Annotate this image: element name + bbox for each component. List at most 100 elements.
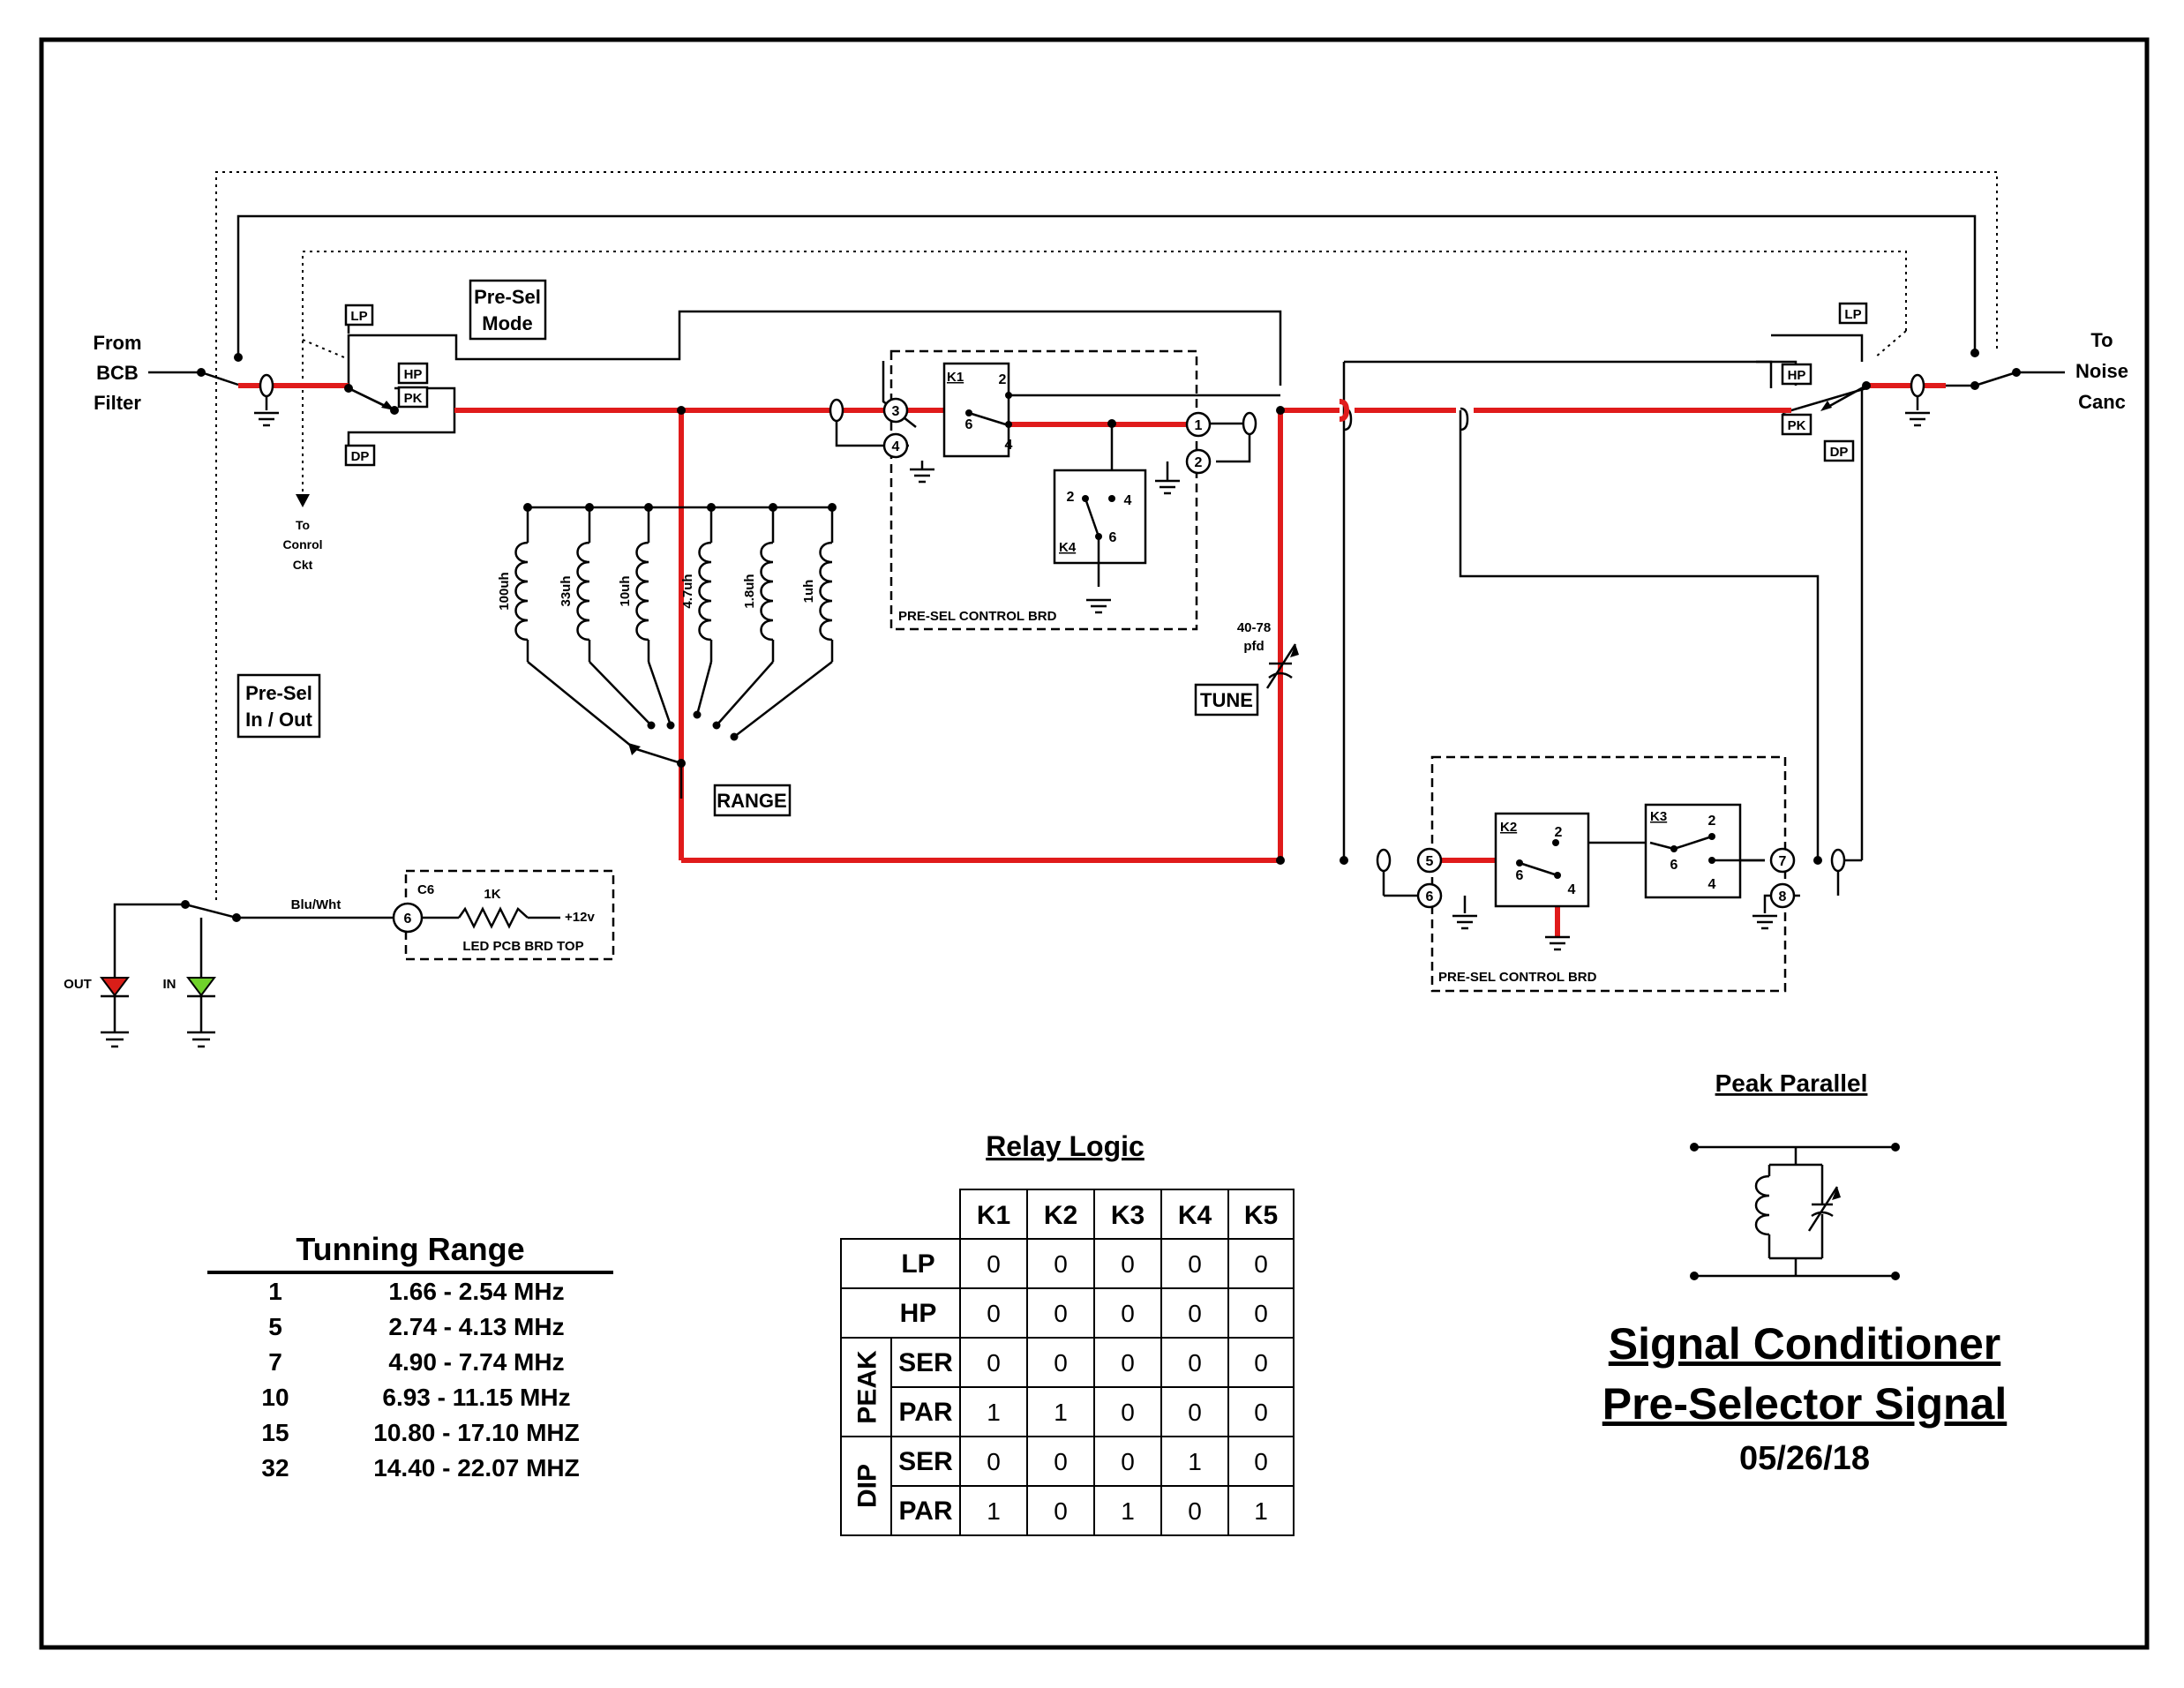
relay-k2-pin4: 4 bbox=[1568, 882, 1576, 897]
tag-lp-left: LP bbox=[350, 309, 367, 324]
inductor-coil bbox=[698, 541, 712, 641]
inductor-label: 1uh bbox=[801, 580, 816, 604]
inductor-label: 4.7uh bbox=[680, 574, 695, 608]
svg-text:7: 7 bbox=[1779, 854, 1787, 869]
led-pin-6: 6 bbox=[392, 902, 424, 934]
from-label-3: Filter bbox=[94, 392, 141, 414]
relay-cell: 0 bbox=[1054, 1250, 1068, 1278]
title-date: 05/26/18 bbox=[1739, 1440, 1870, 1477]
relay-column-header: K2 bbox=[1044, 1201, 1077, 1230]
pin-4: 4 bbox=[882, 432, 909, 459]
inductor-label: 100uh bbox=[497, 572, 512, 610]
relay-mode-label: SER bbox=[898, 1447, 953, 1476]
to-control-2: Conrol bbox=[282, 537, 322, 551]
relay-cell: 0 bbox=[1188, 1349, 1202, 1377]
pin-6: 6 bbox=[1416, 882, 1443, 909]
presel-inout-1: Pre-Sel bbox=[245, 682, 312, 704]
relay-k2-label: K2 bbox=[1500, 820, 1517, 835]
plus12v-label: +12v bbox=[565, 910, 595, 925]
relay-cell: 0 bbox=[987, 1349, 1001, 1377]
relay-mode-label: PAR bbox=[898, 1497, 952, 1526]
to-label-3: Canc bbox=[2078, 391, 2126, 413]
inductor-label: 33uh bbox=[559, 575, 574, 606]
in-label: IN bbox=[163, 977, 176, 992]
relay-cell: 0 bbox=[987, 1448, 1001, 1475]
relay-k1: K1 2 6 4 bbox=[942, 362, 1013, 458]
relay-cell: 1 bbox=[1188, 1448, 1202, 1475]
tag-dp-right: DP bbox=[1830, 445, 1849, 460]
capacitor-value: 40-78 bbox=[1237, 620, 1271, 635]
to-label-1: To bbox=[2090, 329, 2113, 351]
relay-k1-pin2: 2 bbox=[999, 372, 1007, 387]
tuning-position: 15 bbox=[261, 1419, 289, 1446]
io-labels: From BCB Filter To Noise Canc To Conrol … bbox=[94, 329, 2128, 572]
title-block: Signal Conditioner Pre-Selector Signal 0… bbox=[1602, 1319, 2008, 1477]
led-pcb-label: LED PCB BRD TOP bbox=[462, 939, 583, 954]
range-label: RANGE bbox=[717, 790, 786, 812]
mode-switches bbox=[348, 384, 1867, 411]
c6-label: C6 bbox=[417, 882, 434, 897]
svg-text:3: 3 bbox=[892, 404, 900, 419]
tag-pk-left: PK bbox=[404, 391, 423, 406]
relay-mode-label: HP bbox=[900, 1299, 937, 1328]
resistor-label: 1K bbox=[484, 887, 500, 902]
svg-text:4: 4 bbox=[892, 439, 900, 454]
relay-cell: 0 bbox=[1121, 1349, 1135, 1377]
svg-text:2: 2 bbox=[1195, 455, 1203, 470]
presel-mode-2: Mode bbox=[482, 312, 532, 334]
tag-hp-right: HP bbox=[1788, 368, 1806, 383]
presel-control-board-bottom bbox=[1430, 755, 1787, 993]
presel-control-board-top bbox=[889, 349, 1198, 631]
peak-parallel-schematic bbox=[1690, 1143, 1900, 1280]
svg-text:5: 5 bbox=[1426, 854, 1434, 869]
relay-k3-label: K3 bbox=[1650, 809, 1667, 824]
relay-mode-label: LP bbox=[901, 1249, 934, 1279]
relay-cell: 1 bbox=[1254, 1497, 1268, 1525]
ground-symbols bbox=[101, 411, 1930, 1048]
relay-mode-label: SER bbox=[898, 1348, 953, 1377]
relay-k1-label: K1 bbox=[947, 370, 964, 385]
junction-dots bbox=[181, 349, 2021, 922]
relay-cell: 0 bbox=[987, 1300, 1001, 1327]
relay-k2: K2 2 6 4 bbox=[1494, 812, 1590, 908]
tuning-frequency: 10.80 - 17.10 MHZ bbox=[373, 1419, 579, 1446]
relay-cell: 0 bbox=[1254, 1250, 1268, 1278]
inductor-coil bbox=[635, 541, 649, 641]
led-in bbox=[186, 977, 216, 1024]
relay-group-label: DIP bbox=[853, 1464, 882, 1508]
relay-cell: 0 bbox=[1188, 1497, 1202, 1525]
relay-cell: 0 bbox=[1188, 1250, 1202, 1278]
peak-parallel-title: Peak Parallel bbox=[1715, 1069, 1868, 1097]
dotted-control-wires bbox=[215, 171, 1998, 900]
relay-k3-pin6: 6 bbox=[1670, 858, 1678, 873]
relay-k3: K3 2 6 4 bbox=[1644, 803, 1765, 899]
black-wiring bbox=[113, 214, 2065, 978]
tuning-position: 5 bbox=[268, 1313, 282, 1340]
relay-cell: 0 bbox=[1254, 1349, 1268, 1377]
relay-k4-pin4: 4 bbox=[1124, 493, 1132, 508]
inductor-label: 1.8uh bbox=[742, 574, 757, 608]
relay-column-header: K4 bbox=[1178, 1201, 1212, 1230]
relay-k4-pin2: 2 bbox=[1067, 490, 1075, 505]
relay-mode-label: PAR bbox=[898, 1398, 952, 1427]
tuning-position: 1 bbox=[268, 1278, 282, 1305]
to-label-2: Noise bbox=[2075, 360, 2128, 382]
inductor-label: 10uh bbox=[618, 575, 633, 606]
svg-text:1: 1 bbox=[1195, 418, 1203, 433]
relay-cell: 0 bbox=[1054, 1349, 1068, 1377]
pin-2: 2 bbox=[1185, 448, 1212, 475]
from-label-1: From bbox=[94, 332, 142, 354]
tuning-frequency: 6.93 - 11.15 MHz bbox=[382, 1384, 570, 1411]
relay-cell: 0 bbox=[1121, 1399, 1135, 1426]
from-label-2: BCB bbox=[96, 362, 139, 384]
relay-k3-pin4: 4 bbox=[1708, 877, 1716, 892]
relay-cell: 1 bbox=[987, 1399, 1001, 1426]
inductor-coil bbox=[514, 541, 529, 641]
relay-cell: 0 bbox=[1121, 1448, 1135, 1475]
relay-cell: 0 bbox=[1188, 1300, 1202, 1327]
tuning-range-title: Tunning Range bbox=[296, 1231, 524, 1267]
relay-cell: 0 bbox=[1254, 1399, 1268, 1426]
tuning-capacitor bbox=[1265, 643, 1299, 689]
connector-ovals bbox=[259, 373, 1925, 873]
